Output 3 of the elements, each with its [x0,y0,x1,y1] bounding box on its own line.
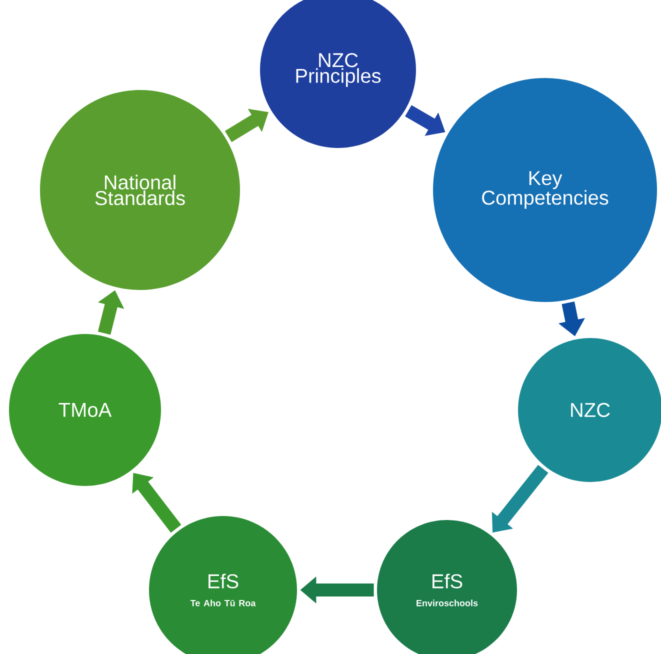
circle-node: TMoA [9,334,161,486]
circle-node: National Standards [40,90,240,290]
circle-node: Key Competencies [433,78,657,302]
